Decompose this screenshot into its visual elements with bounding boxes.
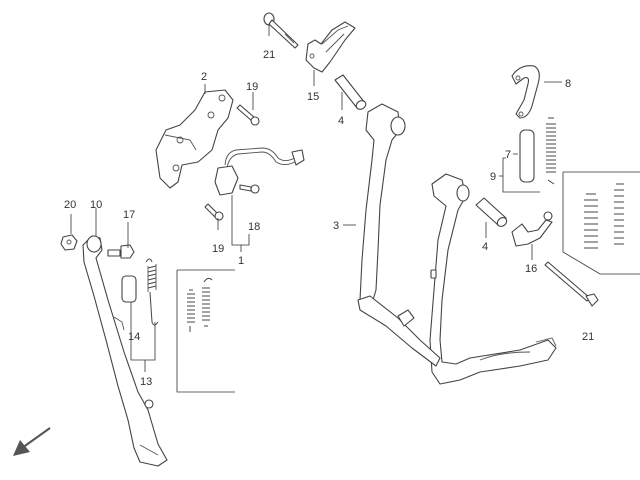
callouts: 2 19 19 18 1 21 15 4 4 3 8 7 9 16 21 20 …: [64, 49, 594, 388]
nut-20: [60, 234, 78, 251]
callout-3: 3: [333, 220, 339, 232]
callout-19: 19: [212, 243, 224, 255]
callout-21: 21: [582, 331, 594, 343]
bushing-4-right: [475, 197, 508, 227]
front-direction-arrow-icon: [13, 427, 51, 456]
leader-lines: [70, 25, 640, 393]
bracket-2: [155, 89, 234, 189]
callout-15: 15: [307, 91, 319, 103]
spring-pair-right: [584, 183, 624, 249]
callout-14: 14: [128, 331, 140, 343]
pivot-bolt-17: [107, 244, 135, 259]
side-stand-10: [82, 235, 168, 467]
bolt-21-top: [263, 12, 299, 49]
hook-8: [511, 65, 540, 119]
callout-7: 7: [505, 149, 511, 161]
callout-4: 4: [482, 241, 488, 253]
spacer-7: [519, 129, 535, 183]
callout-10: 10: [90, 199, 102, 211]
bracket-15: [305, 21, 356, 73]
callout-9: 9: [490, 171, 496, 183]
callout-17: 17: [123, 209, 135, 221]
bolt-18: [239, 184, 260, 194]
rubber-14: [121, 275, 137, 303]
callout-18: 18: [248, 221, 260, 233]
callout-16: 16: [525, 263, 537, 275]
bolt-21-right: [544, 261, 599, 307]
callout-21: 21: [263, 49, 275, 61]
callout-13: 13: [140, 376, 152, 388]
bolt-19-lower: [204, 203, 224, 221]
callout-4: 4: [338, 115, 344, 127]
spring-pair-box-1: [187, 277, 213, 332]
bolt-19-upper: [236, 104, 260, 126]
callout-20: 20: [64, 199, 76, 211]
callout-1: 1: [238, 255, 244, 267]
callout-19: 19: [246, 81, 258, 93]
spring-13: [145, 258, 159, 326]
bushing-4-top: [334, 74, 367, 110]
spring-9: [546, 117, 556, 185]
bracket-16: [511, 211, 553, 247]
callout-8: 8: [565, 78, 571, 90]
callout-2: 2: [201, 71, 207, 83]
center-stand-3: [357, 103, 557, 385]
stand-switch: [214, 147, 305, 196]
